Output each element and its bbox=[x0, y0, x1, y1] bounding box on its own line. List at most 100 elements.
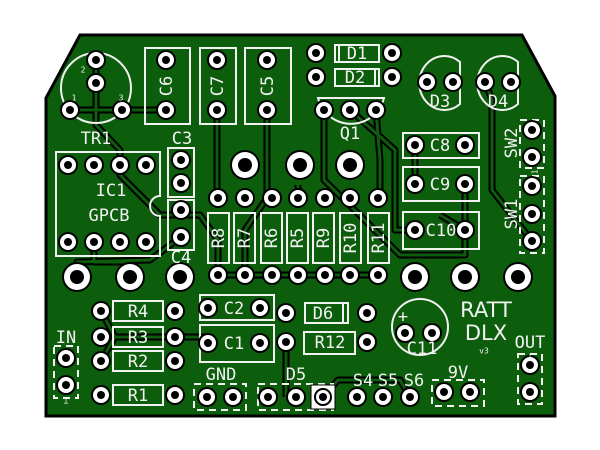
pad bbox=[314, 100, 334, 120]
pad bbox=[208, 188, 228, 208]
pad bbox=[165, 385, 185, 405]
label-r7: R7 bbox=[235, 228, 255, 248]
pad bbox=[395, 323, 415, 343]
label-gnd: GND bbox=[206, 365, 237, 385]
pad bbox=[340, 265, 360, 285]
label-r6: R6 bbox=[262, 228, 282, 248]
pad bbox=[156, 50, 176, 70]
pad bbox=[368, 265, 388, 285]
label-c5: C5 bbox=[258, 76, 278, 96]
pad bbox=[366, 100, 386, 120]
pad bbox=[136, 155, 156, 175]
label-c2: C2 bbox=[224, 299, 244, 319]
pad bbox=[340, 100, 360, 120]
pad bbox=[56, 375, 76, 395]
label-ic1: IC1 bbox=[96, 181, 127, 201]
pad bbox=[382, 43, 402, 63]
label-c7: C7 bbox=[208, 76, 228, 96]
label-r8: R8 bbox=[209, 228, 229, 248]
pad bbox=[262, 188, 282, 208]
board-title: RATT bbox=[460, 298, 512, 322]
pad bbox=[455, 220, 475, 240]
label-c4: C4 bbox=[171, 248, 191, 268]
pad-hole bbox=[319, 393, 327, 401]
label-r2: R2 bbox=[128, 352, 148, 372]
pad bbox=[257, 50, 277, 70]
label-d6: D6 bbox=[313, 304, 333, 324]
label-d3: D3 bbox=[430, 92, 450, 112]
pad bbox=[276, 332, 296, 352]
pad bbox=[165, 301, 185, 321]
pad bbox=[405, 135, 425, 155]
label-c11-plus: + bbox=[398, 307, 408, 327]
pad bbox=[522, 147, 542, 167]
pad bbox=[288, 265, 308, 285]
label-c8: C8 bbox=[430, 136, 450, 156]
pads bbox=[56, 43, 542, 410]
pad bbox=[520, 355, 540, 375]
label-d4: D4 bbox=[488, 92, 508, 112]
label-r9: R9 bbox=[314, 228, 334, 248]
label-c1: C1 bbox=[224, 334, 244, 354]
pad bbox=[422, 323, 442, 343]
label-9v: 9V bbox=[448, 363, 468, 383]
pad bbox=[455, 174, 475, 194]
pad bbox=[455, 135, 475, 155]
pad bbox=[286, 387, 306, 407]
pad bbox=[198, 333, 218, 353]
pad bbox=[460, 382, 480, 402]
pad bbox=[60, 100, 80, 120]
label-in: IN bbox=[56, 328, 76, 348]
label-r1: R1 bbox=[128, 386, 148, 406]
pad bbox=[91, 327, 111, 347]
pad bbox=[522, 231, 542, 251]
mounting-pad bbox=[115, 262, 145, 292]
pad bbox=[258, 387, 278, 407]
pad bbox=[501, 72, 521, 92]
pad bbox=[347, 387, 367, 407]
label-sw2: SW2 bbox=[502, 128, 522, 159]
pad bbox=[357, 303, 377, 323]
board-version: v3 bbox=[479, 347, 489, 356]
pad bbox=[84, 232, 104, 252]
label-r10: R10 bbox=[341, 223, 361, 254]
pad bbox=[197, 387, 217, 407]
label-sw1: SW1 bbox=[502, 199, 522, 230]
pad bbox=[250, 333, 270, 353]
label-s4: S4 bbox=[353, 371, 373, 391]
pad bbox=[250, 298, 270, 318]
label-tr1-pin3: 3 bbox=[119, 94, 124, 103]
pad bbox=[357, 332, 377, 352]
label-s5: S5 bbox=[378, 371, 398, 391]
pad bbox=[165, 327, 185, 347]
pad bbox=[315, 188, 335, 208]
pad bbox=[91, 385, 111, 405]
label-r5: R5 bbox=[288, 228, 308, 248]
label-q1: Q1 bbox=[340, 124, 360, 144]
pad bbox=[368, 188, 388, 208]
pad bbox=[434, 382, 454, 402]
labels: 1 2 3 TR1 C6 C7 C5 D1 D2 Q1 D3 D4 C8 C9 … bbox=[56, 44, 546, 406]
label-s6: S6 bbox=[404, 371, 424, 391]
pad bbox=[522, 120, 542, 140]
pad bbox=[235, 265, 255, 285]
pad bbox=[156, 100, 176, 120]
pad bbox=[171, 200, 191, 220]
pad bbox=[400, 387, 420, 407]
pad bbox=[110, 155, 130, 175]
pad bbox=[171, 227, 191, 247]
pad bbox=[198, 298, 218, 318]
pad bbox=[306, 43, 326, 63]
pad bbox=[58, 232, 78, 252]
mounting-pad bbox=[400, 262, 430, 292]
pad bbox=[373, 387, 393, 407]
pad bbox=[86, 73, 106, 93]
pad bbox=[475, 72, 495, 92]
pad bbox=[405, 174, 425, 194]
label-c6: C6 bbox=[157, 76, 177, 96]
pad bbox=[208, 265, 228, 285]
label-d1: D1 bbox=[347, 44, 367, 64]
pad bbox=[288, 188, 308, 208]
label-r4: R4 bbox=[128, 302, 148, 322]
